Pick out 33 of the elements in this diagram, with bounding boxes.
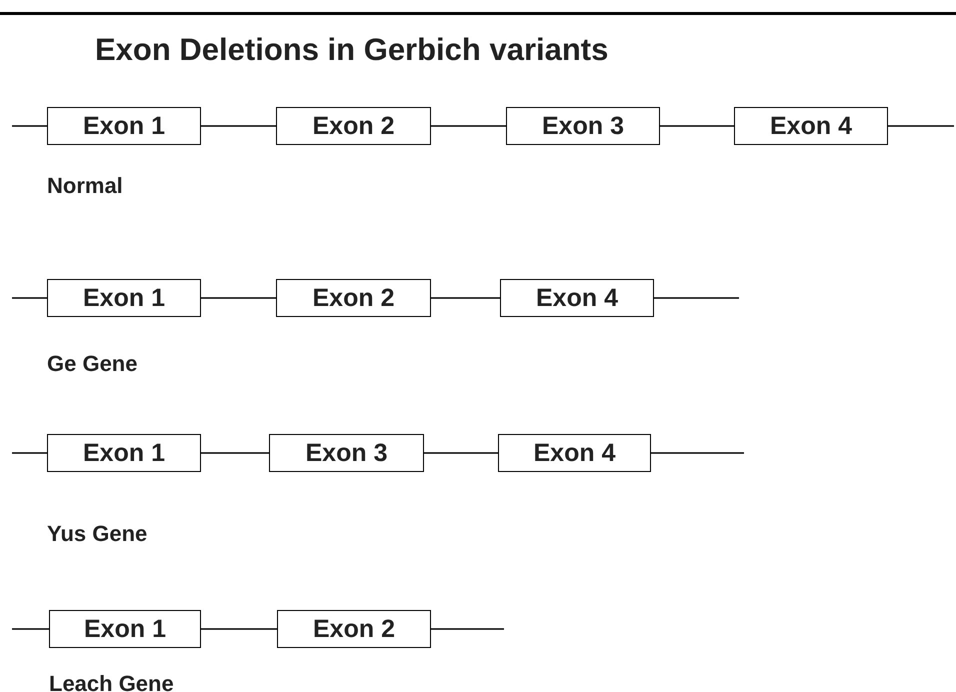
exon-box: Exon 2 — [276, 107, 431, 145]
exon-box: Exon 1 — [47, 107, 201, 145]
exon-box: Exon 1 — [47, 434, 201, 472]
exon-box: Exon 3 — [269, 434, 424, 472]
exon-box: Exon 1 — [49, 610, 201, 648]
connector-line — [201, 452, 269, 454]
exon-box: Exon 4 — [734, 107, 888, 145]
title: Exon Deletions in Gerbich variants — [95, 31, 608, 69]
gene-label: Normal — [47, 172, 123, 200]
connector-line — [424, 452, 498, 454]
connector-line — [201, 125, 276, 127]
connector-line — [654, 297, 739, 299]
connector-line — [12, 452, 47, 454]
connector-line — [431, 297, 500, 299]
exon-box: Exon 4 — [498, 434, 651, 472]
connector-line — [431, 628, 504, 630]
connector-line — [201, 297, 276, 299]
exon-box: Exon 1 — [47, 279, 201, 317]
connector-line — [12, 297, 47, 299]
gene-label: Yus Gene — [47, 520, 148, 548]
exon-box: Exon 2 — [277, 610, 431, 648]
exon-box: Exon 4 — [500, 279, 654, 317]
exon-box: Exon 3 — [506, 107, 660, 145]
connector-line — [651, 452, 744, 454]
connector-line — [201, 628, 277, 630]
connector-line — [12, 125, 47, 127]
gene-label: Ge Gene — [47, 350, 138, 378]
connector-line — [888, 125, 954, 127]
connector-line — [12, 628, 49, 630]
gene-label: Leach Gene — [49, 670, 174, 692]
connector-line — [431, 125, 506, 127]
connector-line — [660, 125, 734, 127]
exon-box: Exon 2 — [276, 279, 431, 317]
